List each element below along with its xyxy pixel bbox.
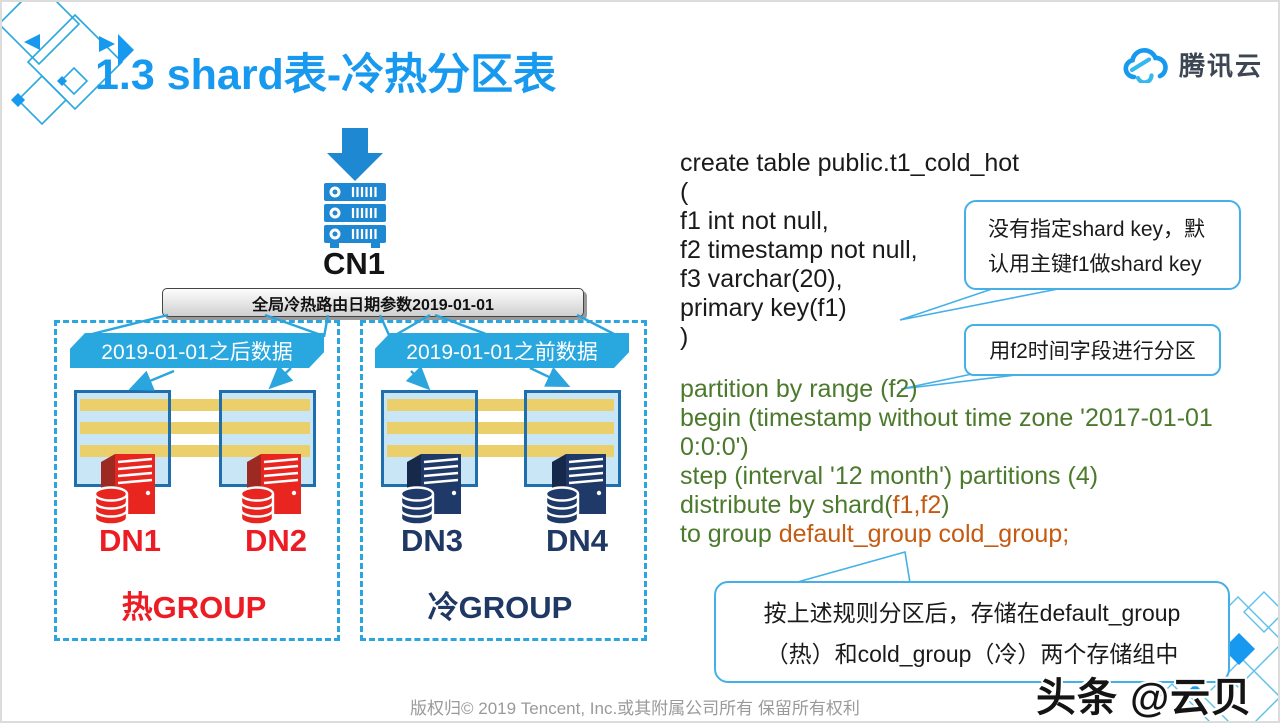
cold-group-box (360, 320, 647, 641)
callout-line: 认用主键f1做shard key (988, 253, 1202, 276)
cold-ribbon: 2019-01-01之前数据 (375, 333, 629, 368)
sql-line: partition by range (f2) (680, 375, 1213, 404)
sql-segment: 0:0:0') (680, 433, 749, 461)
sql-line: ) (680, 323, 1213, 352)
callout-line: 没有指定shard key，默 (988, 218, 1206, 241)
partition-stripe (387, 422, 614, 434)
cold-group-label: 冷GROUP (427, 590, 573, 625)
sql-segment: ) (680, 323, 689, 351)
callout-storage-groups-note: 按上述规则分区后，存储在default_group （热）和cold_group（… (714, 581, 1230, 683)
brand-logo: 腾讯云 (1120, 46, 1263, 83)
dn4-label: DN4 (545, 523, 608, 558)
sql-segment: ( (680, 178, 689, 206)
sql-segment: create table public.t1_cold_hot (680, 149, 1020, 177)
sql-segment: f3 varchar(20), (680, 265, 843, 293)
cn-node-label: CN1 (322, 246, 385, 281)
sql-segment: f1 int not null, (680, 207, 829, 235)
sql-segment: distribute by shard( (680, 491, 893, 519)
callout-line: 按上述规则分区后，存储在default_group (763, 600, 1181, 626)
brand-name: 腾讯云 (1179, 51, 1264, 81)
sql-line: f1 int not null, (680, 207, 1213, 236)
dn3-label: DN3 (400, 523, 463, 558)
down-arrow-icon (327, 128, 383, 181)
hot-group-box (54, 320, 340, 641)
sql-line: ( (680, 178, 1213, 207)
sql-line: create table public.t1_cold_hot (680, 149, 1213, 178)
sql-line: to group default_group cold_group; (680, 520, 1213, 549)
sql-segment: f2 timestamp not null, (680, 236, 918, 264)
sql-line: f3 varchar(20), (680, 265, 1213, 294)
sql-segment: ) (941, 491, 950, 519)
sql-line: 0:0:0') (680, 433, 1213, 462)
sql-segment: primary key(f1) (680, 294, 847, 322)
database-server-icon-dn1 (93, 454, 155, 526)
callout-tail (793, 550, 911, 584)
sql-line: f2 timestamp not null, (680, 236, 1213, 265)
database-server-icon-dn3 (399, 454, 461, 526)
watermark: 头条 @云贝教育 (1036, 676, 1253, 720)
database-server-icon-dn2 (239, 454, 301, 526)
callout-shard-key-note: 没有指定shard key，默认用主键f1做shard key (964, 200, 1241, 290)
router-bar: 全局冷热路由日期参数2019-01-01 (162, 288, 584, 317)
partition-stripe (80, 399, 310, 411)
sql-line: distribute by shard(f1,f2) (680, 491, 1213, 520)
sql-line: step (interval '12 month') partitions (4… (680, 462, 1213, 491)
sql-segment: partition by range (f2) (680, 375, 918, 403)
dn1-label: DN1 (98, 523, 161, 558)
partition-stripe (80, 422, 310, 434)
page-title: 1.3 shard表-冷热分区表 (95, 51, 557, 99)
sql-segment: step (interval '12 month') partitions (4… (680, 462, 1099, 490)
callout-line: （热）和cold_group（冷）两个存储组中 (765, 641, 1179, 667)
hot-ribbon: 2019-01-01之后数据 (70, 333, 324, 368)
sql-segment: f1,f2 (892, 491, 942, 519)
sql-line: primary key(f1) (680, 294, 1213, 323)
diamond-decoration-top-left (2, 2, 134, 126)
sql-code-block: create table public.t1_cold_hot(f1 int n… (680, 149, 1213, 549)
sql-segment: default_group cold_group; (778, 520, 1070, 548)
dn2-label: DN2 (244, 523, 307, 558)
callout-partition-field-note: 用f2时间字段进行分区 (964, 324, 1221, 376)
sql-line: begin (timestamp without time zone '2017… (680, 404, 1213, 433)
sql-segment: to group (680, 520, 779, 548)
tencent-cloud-icon (1123, 47, 1168, 83)
database-server-icon-dn4 (544, 454, 606, 526)
partition-stripe (387, 399, 614, 411)
server-rack-icon (324, 183, 386, 248)
callout-line: 用f2时间字段进行分区 (989, 340, 1196, 363)
hot-group-label: 热GROUP (121, 590, 267, 625)
copyright-footer: 版权归© 2019 Tencent, Inc.或其附属公司所有 保留所有权利 (410, 699, 860, 718)
sql-segment: begin (timestamp without time zone '2017… (680, 404, 1213, 432)
